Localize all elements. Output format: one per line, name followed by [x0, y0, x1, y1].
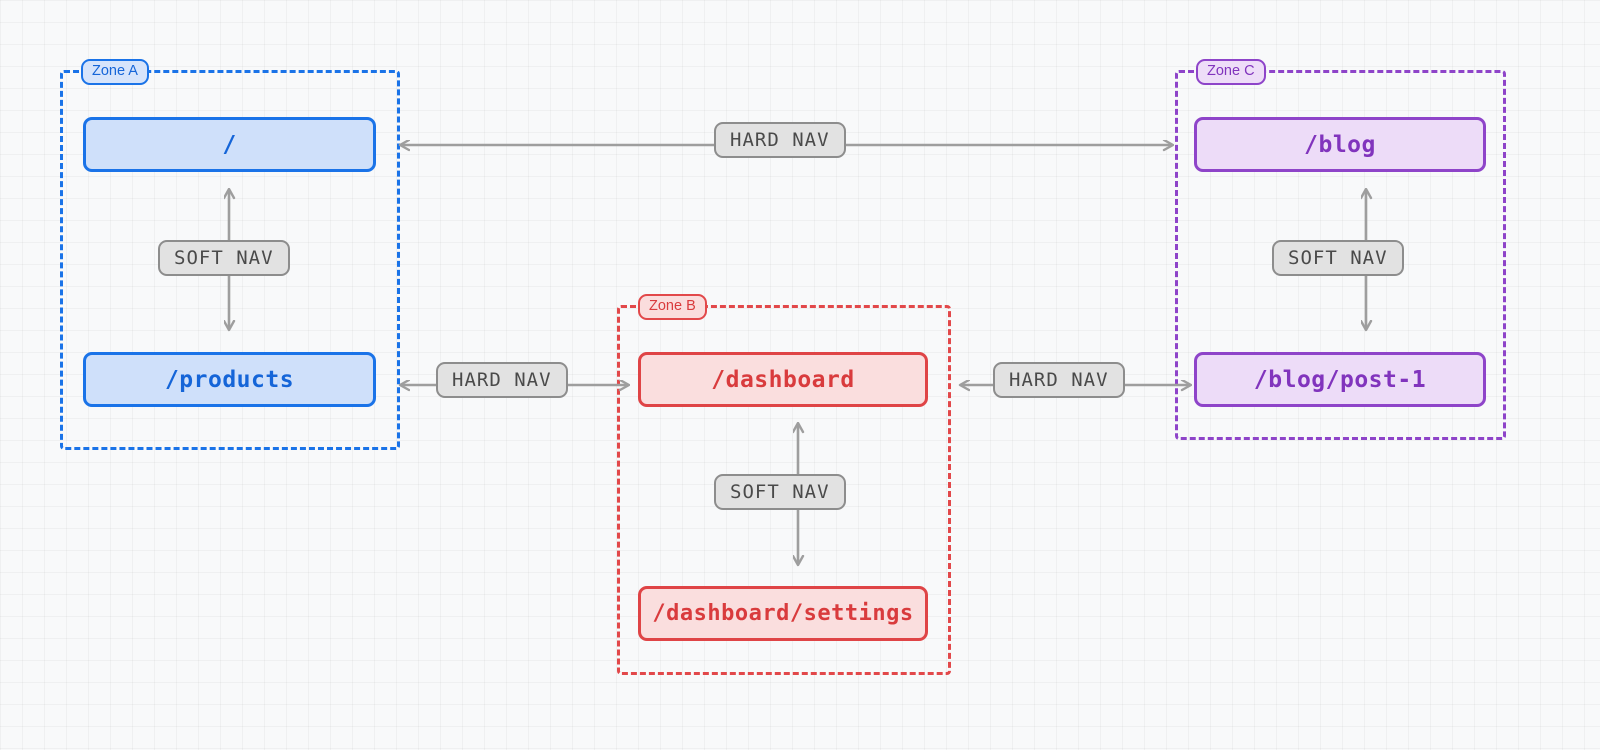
zone-label-b: Zone B [638, 294, 707, 320]
zone-label-a: Zone A [81, 59, 149, 85]
node-dashboard-settings[interactable]: /dashboard/settings [638, 586, 928, 641]
node-blog-label: /blog [1304, 131, 1376, 158]
node-products[interactable]: /products [83, 352, 376, 407]
node-blog-post-1[interactable]: /blog/post-1 [1194, 352, 1486, 407]
edge-label-hard-nav-root-blog: HARD NAV [714, 122, 846, 158]
zone-container-b[interactable]: Zone B [617, 294, 951, 675]
node-root-label: / [222, 131, 237, 158]
edge-label-soft-nav-zone-a: SOFT NAV [158, 240, 290, 276]
edge-label-soft-nav-zone-b: SOFT NAV [714, 474, 846, 510]
edge-label-soft-nav-a-text: SOFT NAV [174, 247, 274, 269]
zone-label-c: Zone C [1196, 59, 1266, 85]
zone-container-a[interactable]: Zone A [60, 59, 400, 450]
edge-label-hard-nav-products-dashboard-text: HARD NAV [452, 369, 552, 391]
edge-label-soft-nav-b-text: SOFT NAV [730, 481, 830, 503]
node-root[interactable]: / [83, 117, 376, 172]
node-dashboard-settings-label: /dashboard/settings [652, 601, 914, 626]
edge-label-hard-nav-root-blog-text: HARD NAV [730, 129, 830, 151]
edge-label-hard-nav-products-dashboard: HARD NAV [436, 362, 568, 398]
node-blog-post-1-label: /blog/post-1 [1253, 366, 1427, 393]
node-dashboard[interactable]: /dashboard [638, 352, 928, 407]
edge-label-soft-nav-zone-c: SOFT NAV [1272, 240, 1404, 276]
node-blog[interactable]: /blog [1194, 117, 1486, 172]
node-dashboard-label: /dashboard [711, 366, 855, 393]
node-products-label: /products [164, 366, 295, 393]
zone-container-c[interactable]: Zone C [1175, 59, 1506, 440]
edge-label-soft-nav-c-text: SOFT NAV [1288, 247, 1388, 269]
edge-label-hard-nav-dashboard-blogpost: HARD NAV [993, 362, 1125, 398]
edge-label-hard-nav-dashboard-blogpost-text: HARD NAV [1009, 369, 1109, 391]
